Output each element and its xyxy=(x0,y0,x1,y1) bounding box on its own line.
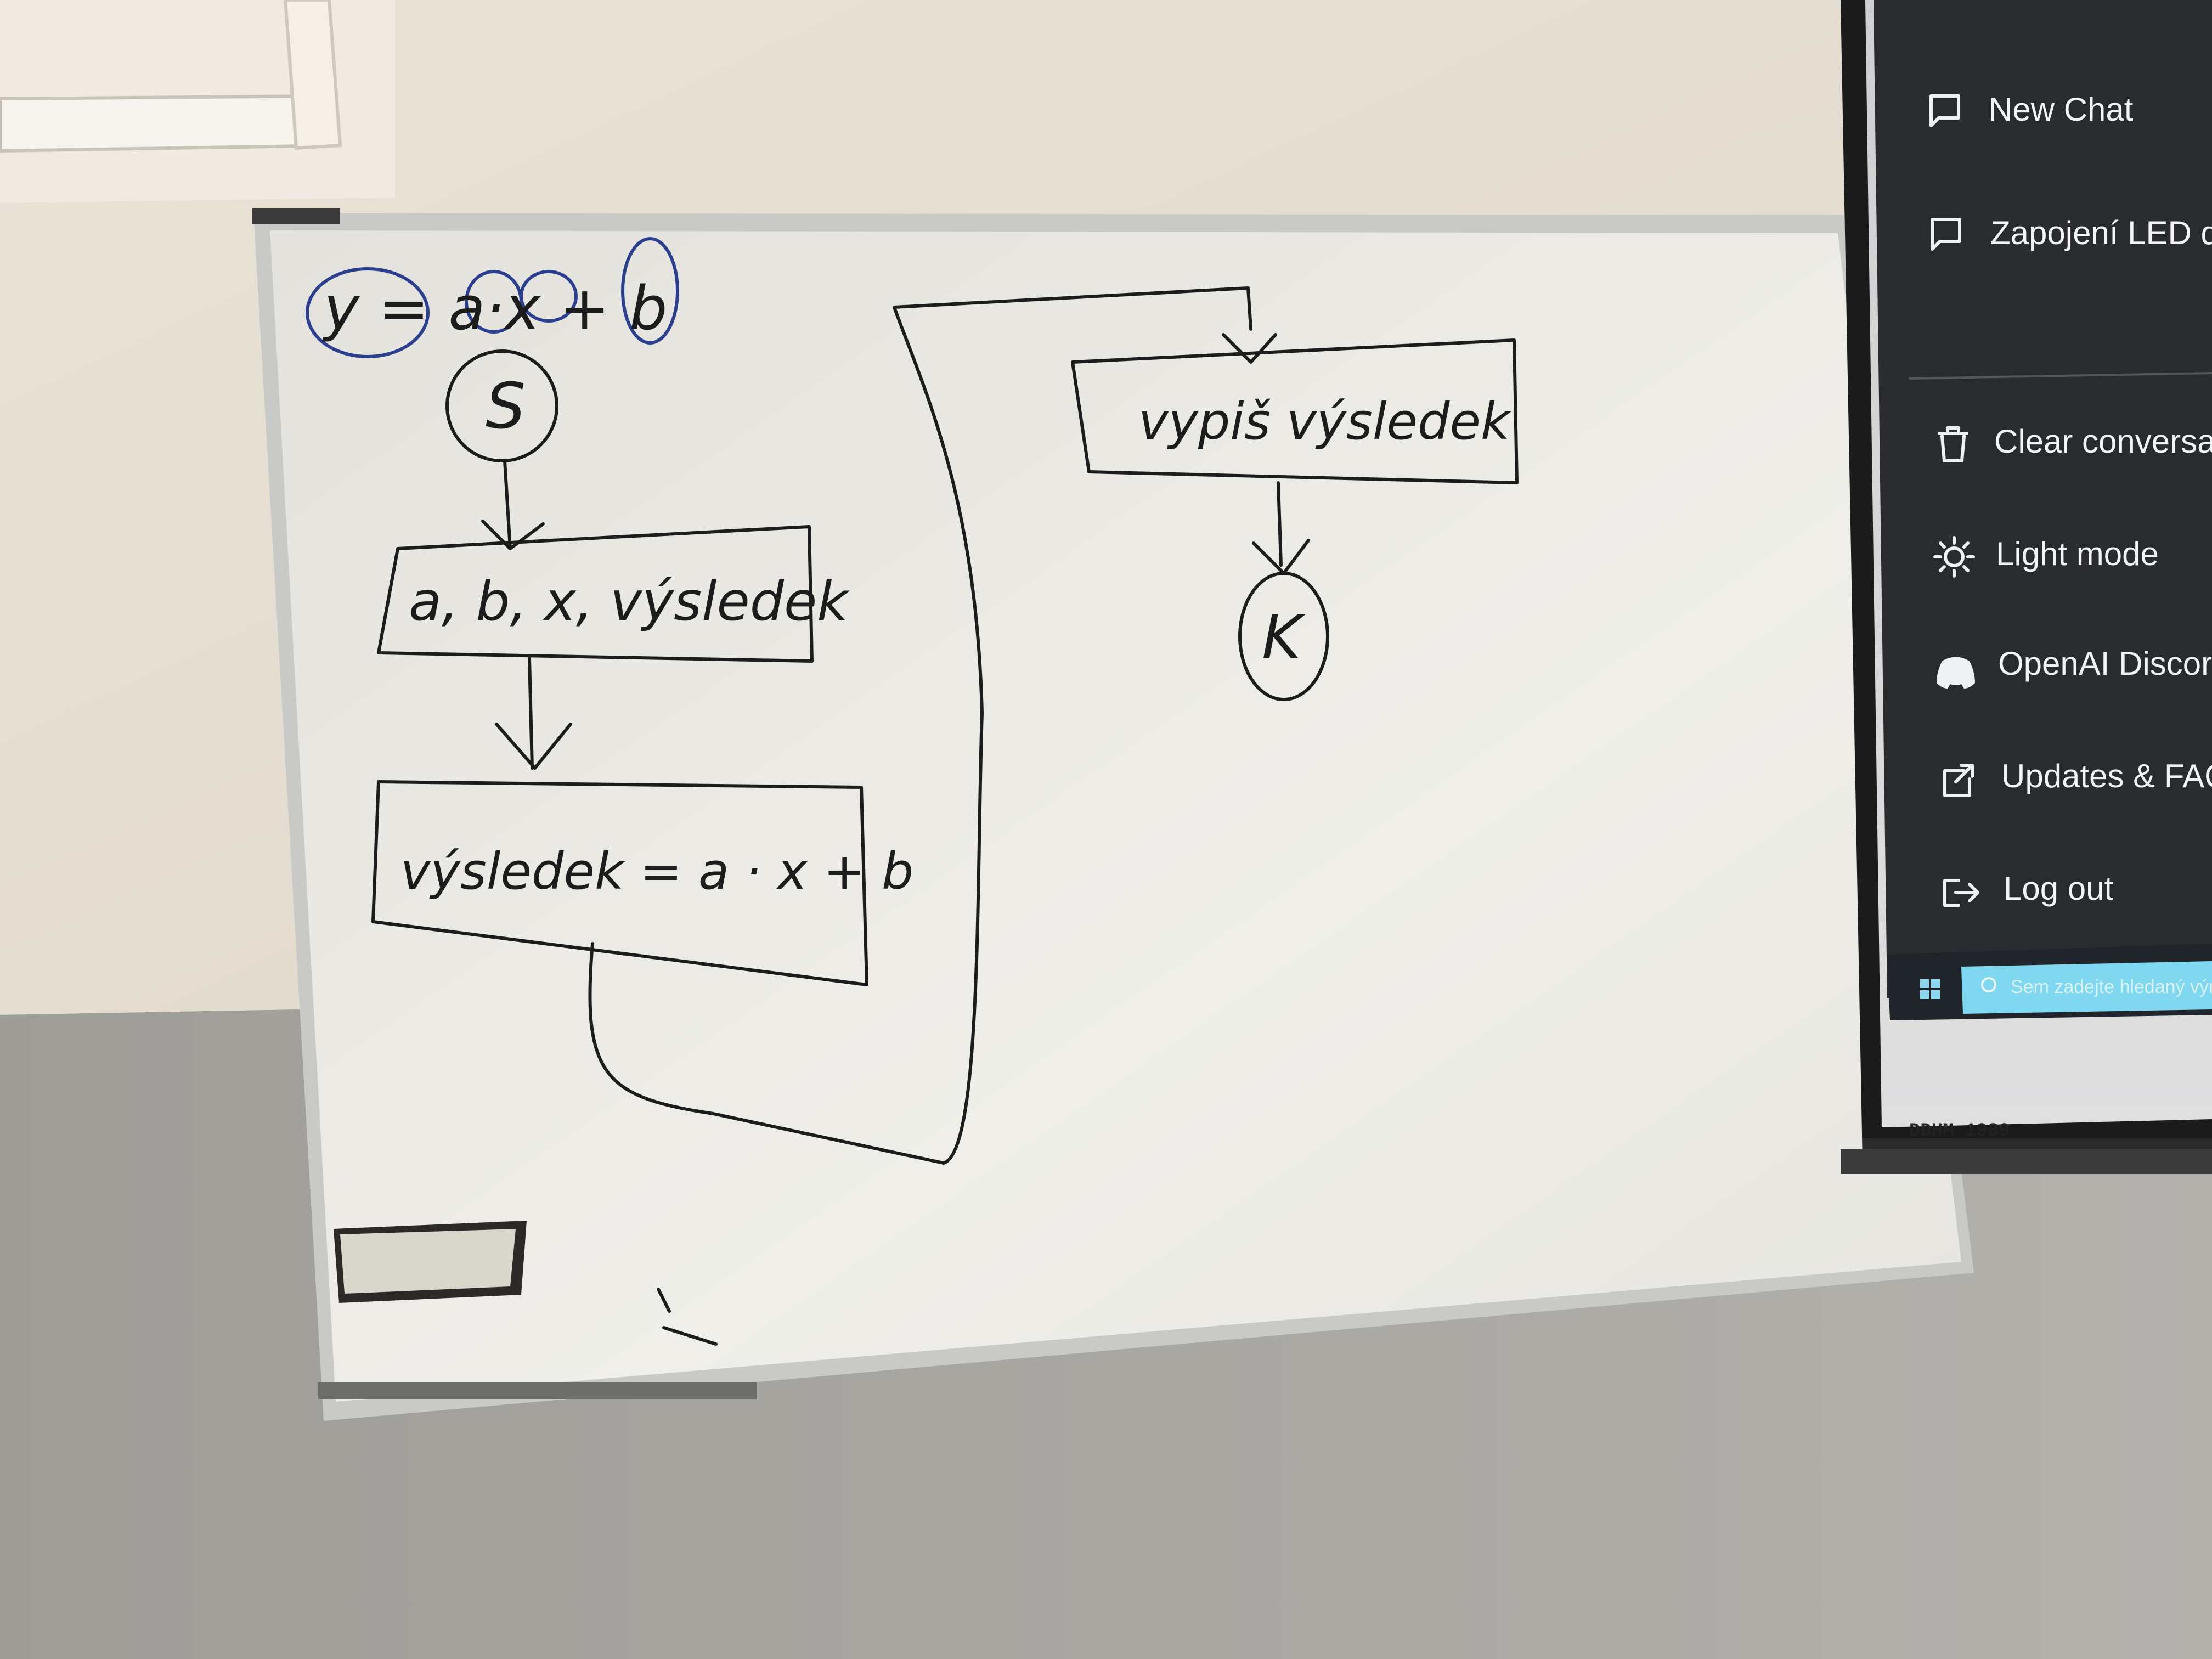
sidebar-divider xyxy=(1909,372,2212,380)
sidebar-item-logout[interactable]: Log out xyxy=(1943,870,2114,907)
eraser xyxy=(334,1221,527,1303)
output-box-text: vypiš výsledek xyxy=(1138,392,1512,451)
sidebar-item-label: New Chat xyxy=(1989,91,2134,128)
output-box xyxy=(1071,338,1519,484)
sun-icon xyxy=(1933,536,1975,578)
stray-mark xyxy=(657,1288,718,1346)
sidebar-item-led-chat[interactable]: Zapojení LED dio xyxy=(1931,215,2212,251)
flowchart xyxy=(306,237,1519,1346)
sidebar-item-light-mode[interactable]: Light mode xyxy=(1933,535,2159,578)
logout-icon xyxy=(1943,879,1979,907)
end-node xyxy=(1238,572,1329,701)
discord-icon xyxy=(1937,657,1975,689)
start-node-label: S xyxy=(486,370,526,443)
end-node-label: K xyxy=(1262,602,1306,673)
screen-frame-label: DDHM 1989 xyxy=(1909,1121,2010,1142)
equation-circle-y xyxy=(306,267,430,358)
equation-text: y = a·x + b xyxy=(322,273,668,343)
arrow-start-input xyxy=(481,459,545,550)
picture-frame xyxy=(0,0,395,203)
sidebar-item-label: Clear conversatio xyxy=(1994,423,2212,460)
chat-bubble-icon xyxy=(1931,218,1961,251)
sidebar-item-label: Light mode xyxy=(1996,535,2159,572)
sidebar-item-discord[interactable]: OpenAI Discord xyxy=(1937,645,2212,689)
loop-line xyxy=(588,286,1252,1165)
sidebar-item-label: OpenAI Discord xyxy=(1998,645,2212,682)
windows-start-icon[interactable] xyxy=(1920,979,1940,999)
process-box-text: výsledek = a · x + b xyxy=(400,842,913,901)
equation-circle-x xyxy=(520,270,578,323)
process-box xyxy=(371,780,868,986)
input-box xyxy=(377,525,814,663)
input-box-text: a, b, x, výsledek xyxy=(409,571,850,633)
chat-sidebar xyxy=(1874,0,2212,1009)
taskbar-search-placeholder: Sem zadejte hledaný výra xyxy=(2011,977,2212,997)
projector-screen: DDHM 1989 xyxy=(1841,0,2212,1174)
taskbar-search-box[interactable] xyxy=(1961,961,2212,1014)
taskbar: Sem zadejte hledaný výra xyxy=(1887,944,2212,1020)
sidebar-item-updates[interactable]: Updates & FAQ xyxy=(1943,758,2212,797)
flowchart-text: y = a·x + b S a, b, x, výsledek výsledek… xyxy=(322,273,1512,901)
screen-roller-cap xyxy=(1841,1149,2212,1174)
arrow-loop-output xyxy=(1222,333,1277,364)
start-node xyxy=(445,349,558,462)
sidebar-item-label: Zapojení LED dio xyxy=(1990,215,2212,251)
sidebar-item-new-chat[interactable]: New Chat xyxy=(1929,91,2134,128)
sidebar-menu: New Chat Zapojení LED dio Clear conversa… xyxy=(1929,91,2212,907)
search-icon xyxy=(1981,977,1996,992)
chat-bubble-icon xyxy=(1929,94,1960,127)
sidebar-item-clear[interactable]: Clear conversatio xyxy=(1938,423,2212,462)
sidebar-item-label: Log out xyxy=(2004,870,2114,907)
arrow-input-process xyxy=(495,657,572,770)
external-link-icon xyxy=(1943,764,1974,797)
equation-circle-b xyxy=(621,237,679,345)
sidebar-item-label: Updates & FAQ xyxy=(2001,758,2212,794)
trash-icon xyxy=(1938,426,1968,462)
